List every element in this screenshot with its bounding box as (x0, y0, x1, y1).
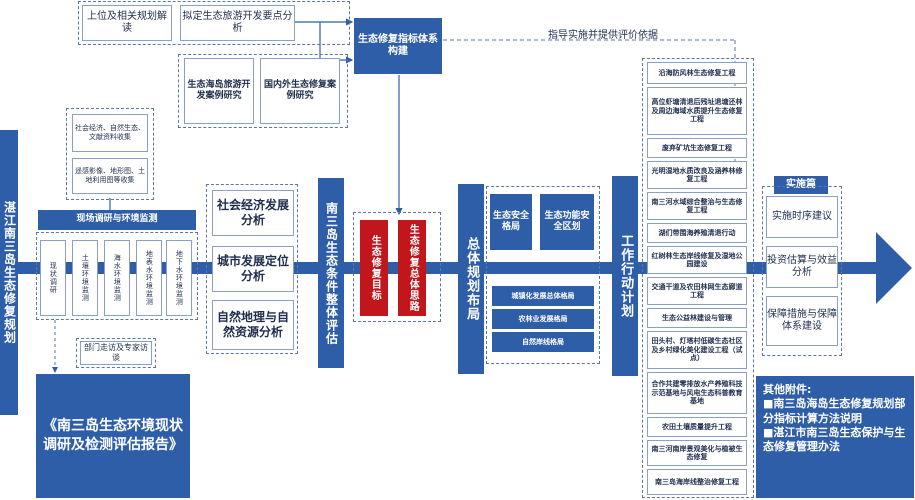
socio-analysis-box: 社会经济发展分析 (212, 190, 294, 236)
island-cases-box: 生态海岛旅游开发案例研究 (184, 58, 254, 124)
project-item: 田头村、灯塔村低碳生态社区及乡村绿化美化建设工程（试点） (647, 331, 747, 369)
survey-item-groundwater: 地下水环境监测 (166, 240, 192, 316)
field-survey-title: 现场调研与环境监测 (38, 210, 196, 230)
survey-item-surface-water: 地表水环境监测 (136, 240, 162, 316)
function-zone-box: 生态功能安全区划 (540, 194, 594, 250)
security-box: 生态安全格局 (490, 194, 532, 250)
plan-title: 湛江南三岛生态修复规划 (0, 130, 18, 415)
project-item: 生态公益林建设与管理 (647, 308, 747, 328)
remote-sensing-box: 遥感影像、地形图、土地利用图等收集 (72, 158, 148, 194)
project-item: 南三岛海岸线整治修复工程 (647, 469, 747, 495)
impl-investment-box: 投资估算与效益分析 (766, 246, 838, 288)
layout-agri: 农林业发展格局 (492, 309, 594, 329)
interviews-box: 部门走访及专家访谈 (80, 341, 152, 365)
survey-item-seawater: 海水环境监测 (104, 240, 130, 316)
project-item: 农田土壤质量提升工程 (647, 417, 747, 437)
eval-column: 南三岛生态条件整体评估 (318, 178, 344, 368)
top-group (78, 1, 350, 45)
implementation-group (762, 186, 842, 356)
analysis-group (206, 184, 298, 354)
impl-guarantee-box: 保障措施与保障体系建设 (766, 296, 838, 346)
target-box: 生态修复目标 (360, 220, 388, 316)
projects-group (642, 58, 754, 498)
indicator-system-box: 生态修复指标体系构建 (354, 18, 442, 74)
attachment-item: ■湛江市南三岛生态保护与生态修复管理办法 (763, 425, 906, 454)
project-item: 高位虾塘清退后残址退塘还林及周边海域水质提升生态修复工程 (647, 87, 747, 135)
natural-analysis-box: 自然地理与自然资源分析 (212, 300, 294, 350)
project-item: 沿海防风林生态修复工程 (647, 62, 747, 84)
tourism-points-box: 拟定生态旅游开发要点分析 (180, 5, 295, 41)
project-item: 交通干道及农田林网生态廊道工程 (647, 277, 747, 305)
impl-schedule-box: 实施时序建议 (766, 196, 838, 238)
project-item: 南三河南岸景观美化与植被生态修复 (647, 440, 747, 466)
interviews-group (76, 338, 156, 368)
project-item: 湖们带围海养殖清退行动 (647, 223, 747, 243)
guide-text: 指导实施并提供评价依据 (548, 30, 658, 41)
project-item: 废弃矿坑生态修复工程 (647, 138, 747, 158)
overall-layout-title: 总体规划布局 (458, 184, 484, 374)
survey-item-soil: 土壤环境监测 (72, 240, 98, 316)
project-item: 红树林生态岸线修复及湿地公园建设 (647, 246, 747, 274)
project-item: 合作共建零排放水产养殖科技示范基地与风电生态科普教育基地 (647, 372, 747, 414)
attachments-box: 其他附件: ■南三岛海岛生态修复规划部分指标计算方法说明 ■湛江市南三岛生态保护… (756, 376, 914, 498)
strategy-box: 生态修复总体思路 (398, 220, 426, 316)
plan-reading-box: 上位及相关规划解读 (82, 5, 172, 41)
data-collect-group (66, 108, 154, 200)
project-item: 南三河水域综合整治与生态修复工程 (647, 192, 747, 220)
attachment-item: ■南三岛海岛生态修复规划部分指标计算方法说明 (763, 397, 906, 425)
layout-coast: 自然岸线格局 (492, 332, 594, 352)
report-title-box: 《南三岛生态环境现状调研及检测评估报告》 (36, 374, 190, 498)
field-survey-group (36, 232, 198, 320)
project-item: 光明湿地水质改良及涵养林修复工程 (647, 161, 747, 189)
socio-docs-box: 社会经济、自然生态、文献资料收集 (72, 114, 148, 152)
restoration-cases-box: 国内外生态修复案例研究 (260, 58, 340, 124)
survey-item-status: 现状调研 (40, 240, 66, 316)
layout-group (486, 186, 600, 364)
layout-urban: 城镇化发展总体格局 (492, 286, 594, 306)
case-group (178, 54, 348, 128)
red-group (353, 212, 441, 322)
implementation-title: 实施篇 (774, 176, 828, 194)
attachments-title: 其他附件: (763, 383, 812, 396)
city-analysis-box: 城市发展定位分析 (212, 246, 294, 292)
action-plan-column: 工作行动计划 (612, 176, 638, 376)
